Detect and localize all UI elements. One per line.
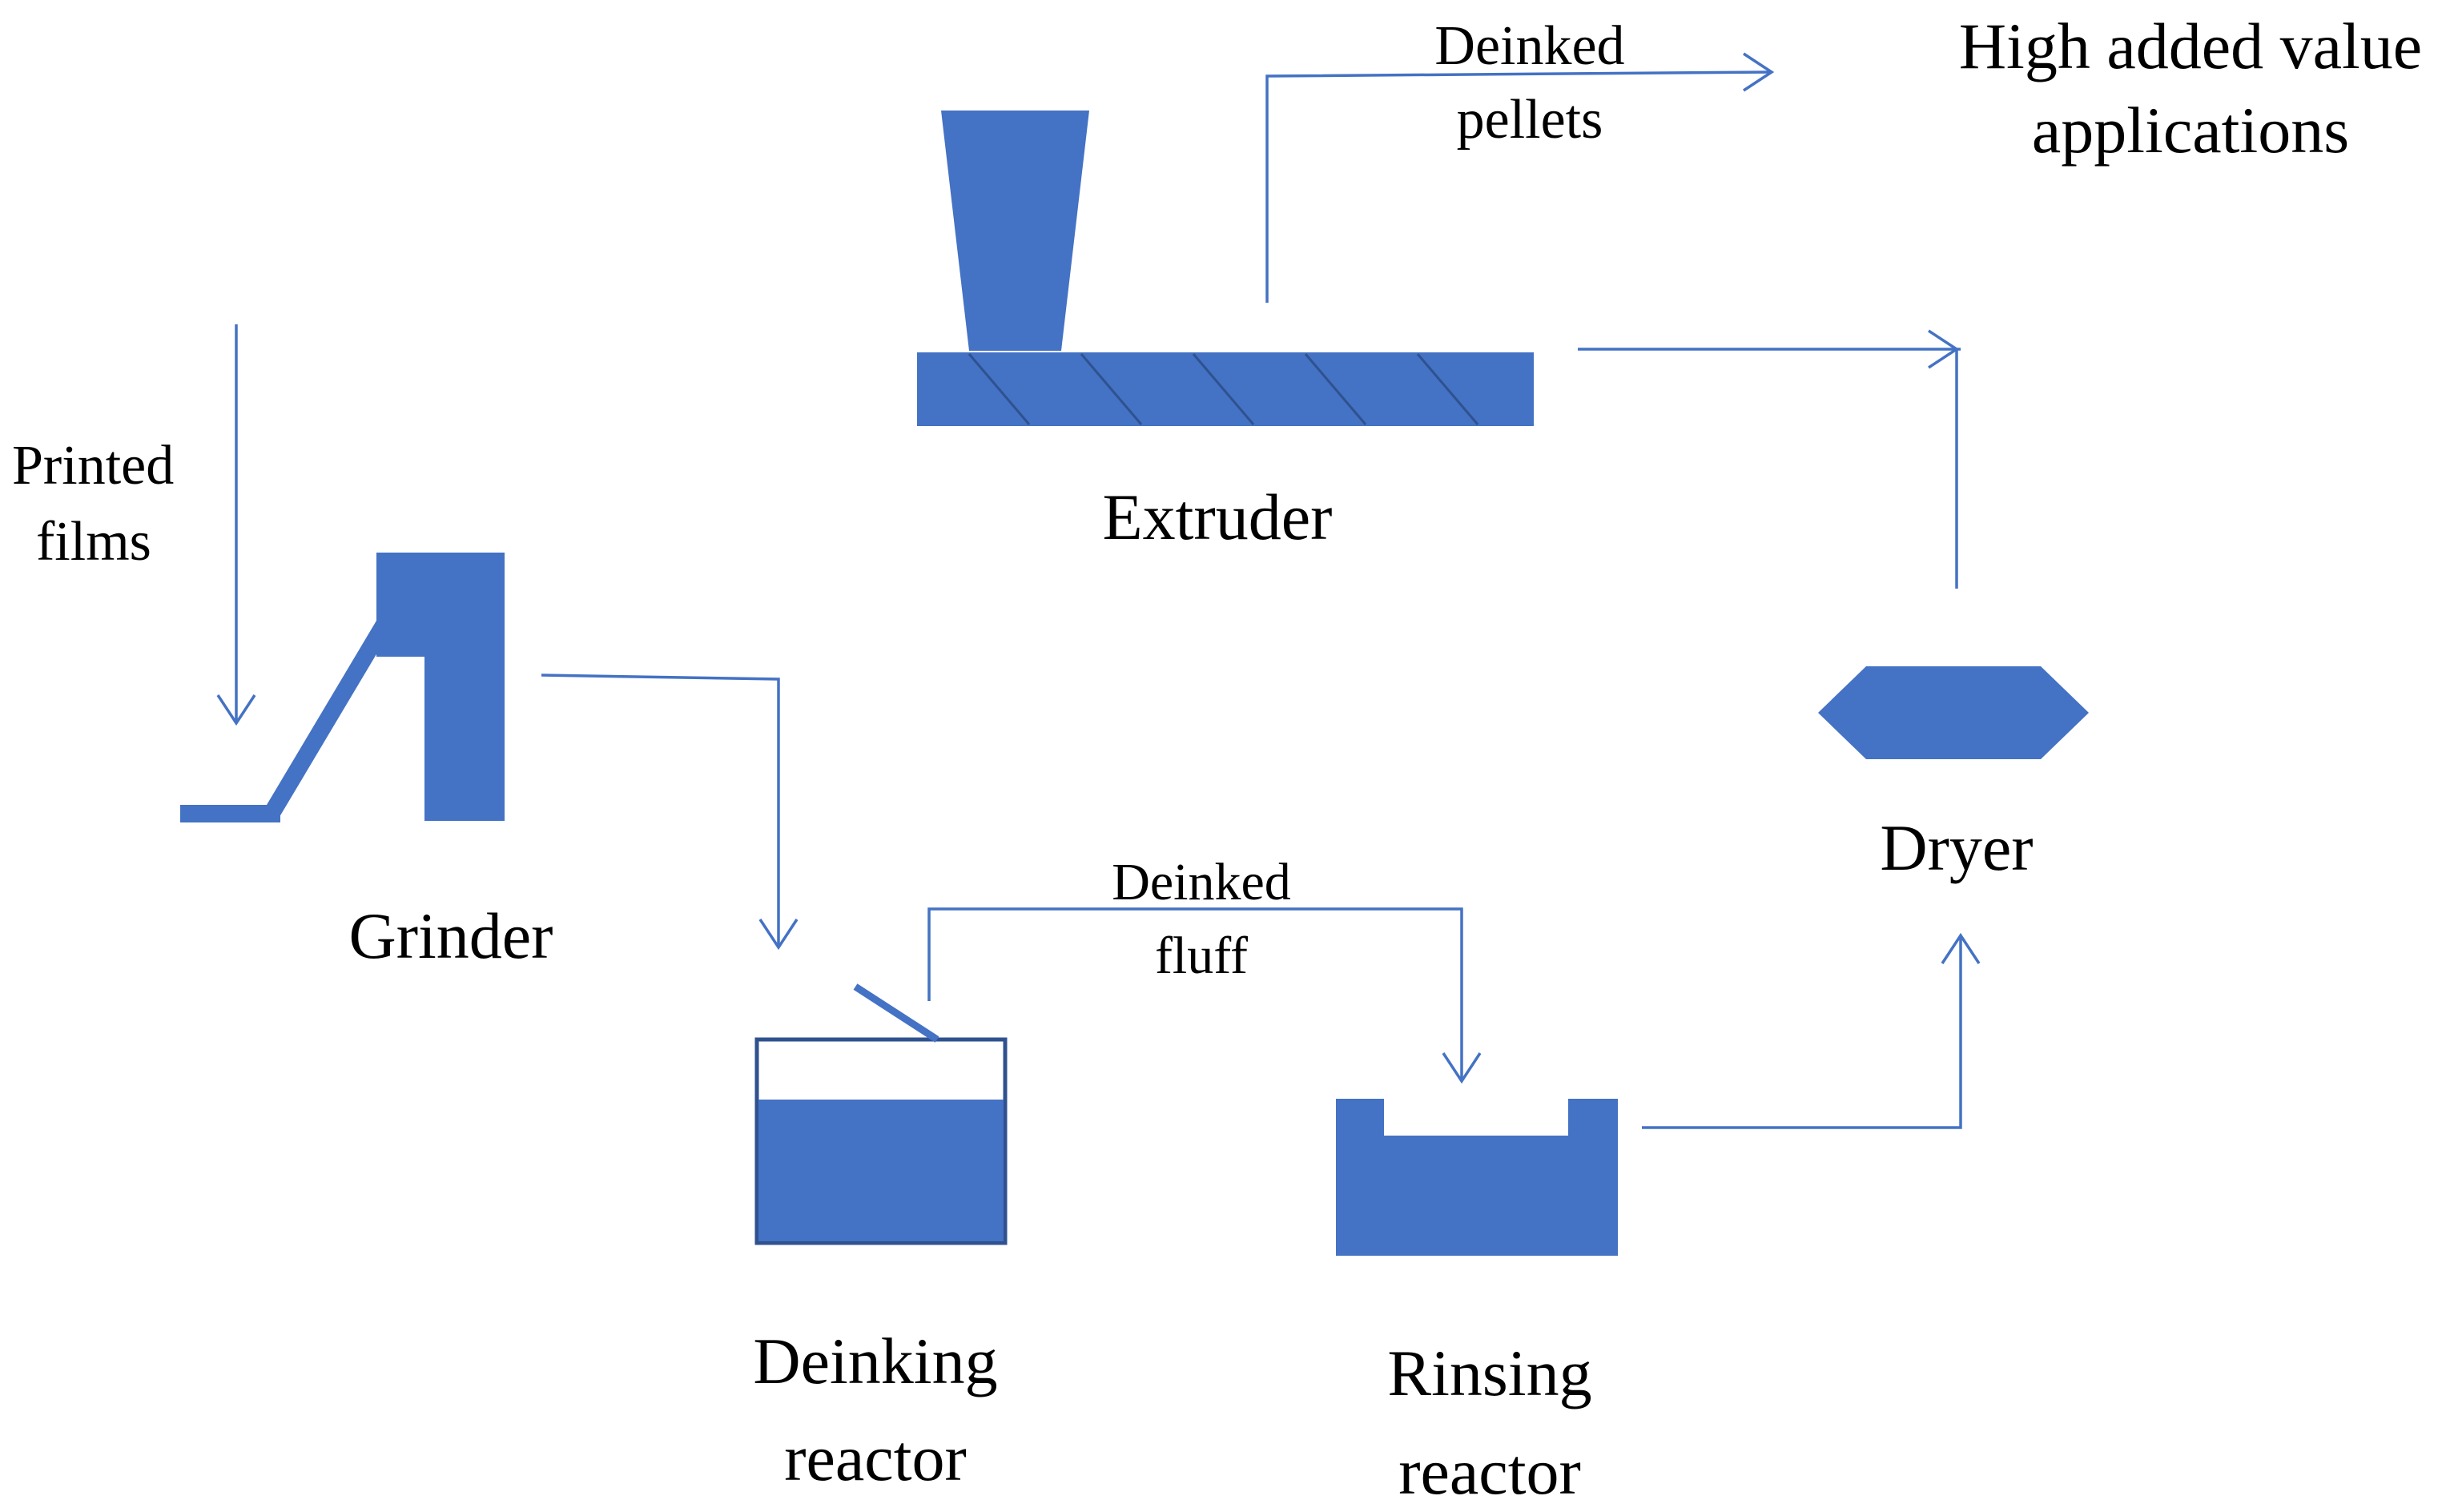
arrow-rinsing-to-dryer	[1642, 932, 1981, 1129]
deinking-reactor-vessel	[754, 1037, 1008, 1245]
dryer-hexagon	[1818, 666, 2089, 759]
applications-label-line1: High added value	[1959, 10, 2422, 82]
deinking-reactor-label-line2: reactor	[784, 1422, 967, 1494]
extruder-hopper	[941, 111, 1089, 351]
printed-films-label-line1: Printed	[12, 435, 174, 497]
extruder-screw-flights	[968, 353, 1479, 425]
printed-films-label-line2: films	[36, 511, 151, 573]
grinder-icon	[180, 553, 505, 822]
grinder-label: Grinder	[348, 899, 553, 972]
rinsing-reactor-vessel	[1336, 1099, 1618, 1256]
arrow-deinking-to-rinsing	[927, 907, 1482, 1084]
deinking-reactor-lid	[853, 983, 939, 1043]
deinked-pellets-label-line1: Deinked	[1434, 15, 1624, 77]
rinsing-reactor-label-line1: Rinsing	[1387, 1337, 1591, 1409]
grinder-body-block	[424, 657, 505, 821]
deinked-fluff-label-line2: fluff	[1155, 927, 1248, 985]
grinder-hopper-block	[376, 553, 505, 657]
extruder-barrel	[917, 352, 1534, 426]
arrow-dryer-to-extruder	[1578, 329, 1961, 589]
dryer-icon	[1818, 666, 2089, 759]
extruder-label: Extruder	[1103, 481, 1333, 553]
deinking-reactor-icon	[754, 983, 1008, 1245]
arrow-input-to-grinder	[216, 324, 256, 726]
grinder-base-plate	[180, 805, 280, 822]
deinking-reactor-liquid	[758, 1100, 1004, 1241]
deinking-reactor-label-line1: Deinking	[753, 1325, 997, 1397]
applications-label-line2: applications	[2032, 94, 2349, 167]
rinsing-reactor-label-line2: reactor	[1398, 1435, 1581, 1508]
dryer-label: Dryer	[1880, 811, 2033, 884]
deinked-pellets-label-line2: pellets	[1457, 89, 1603, 151]
grinder-chute	[264, 621, 389, 821]
rinsing-reactor-icon	[1336, 1099, 1618, 1256]
extruder-icon	[917, 111, 1534, 426]
deinked-fluff-label-line1: Deinked	[1112, 853, 1291, 911]
arrow-extruder-to-applications	[1265, 52, 1775, 303]
arrow-grinder-to-deinking	[541, 674, 799, 951]
